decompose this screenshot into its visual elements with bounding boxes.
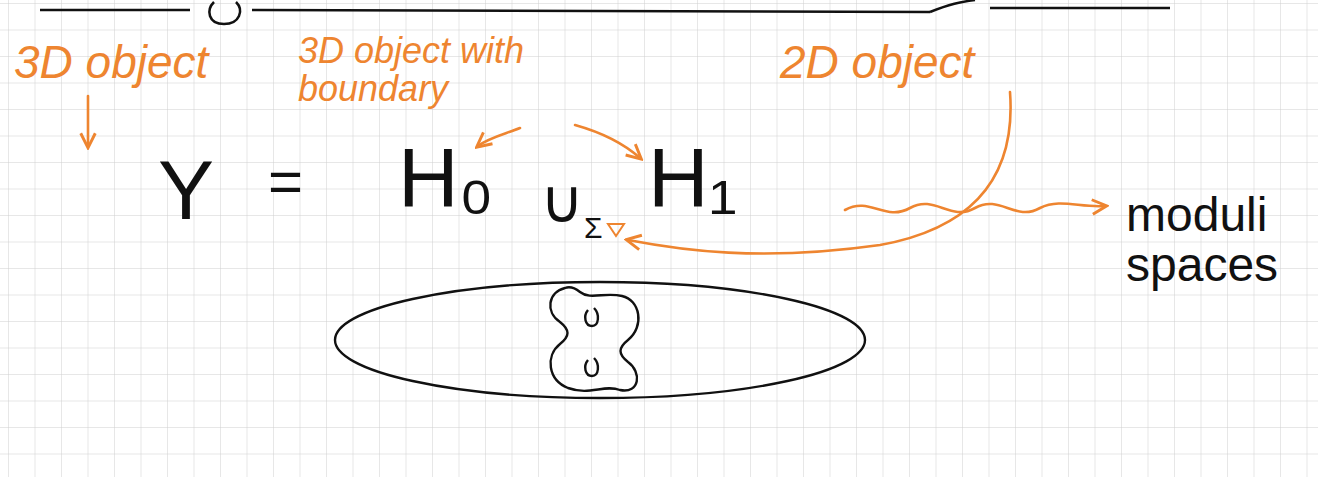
orange-annotations [88,92,1105,254]
union-symbol: ∪ [540,170,584,233]
handlebody-symbol: H₁ [648,134,737,222]
equals-sign: = [268,150,303,213]
cut-off-top-strokes [40,0,1170,24]
heegaard-sketch [335,282,865,398]
surface-subscript: Σ [584,212,603,244]
annotation-text: 2D object [780,38,974,86]
annotation-text: 3D object with boundary [298,32,530,108]
handlebody-symbol: H₀ [398,134,494,222]
annotation-text: 3D object [14,38,208,86]
moduli-label: moduli spaces [1126,190,1306,291]
manifold-symbol: Y [158,146,214,234]
